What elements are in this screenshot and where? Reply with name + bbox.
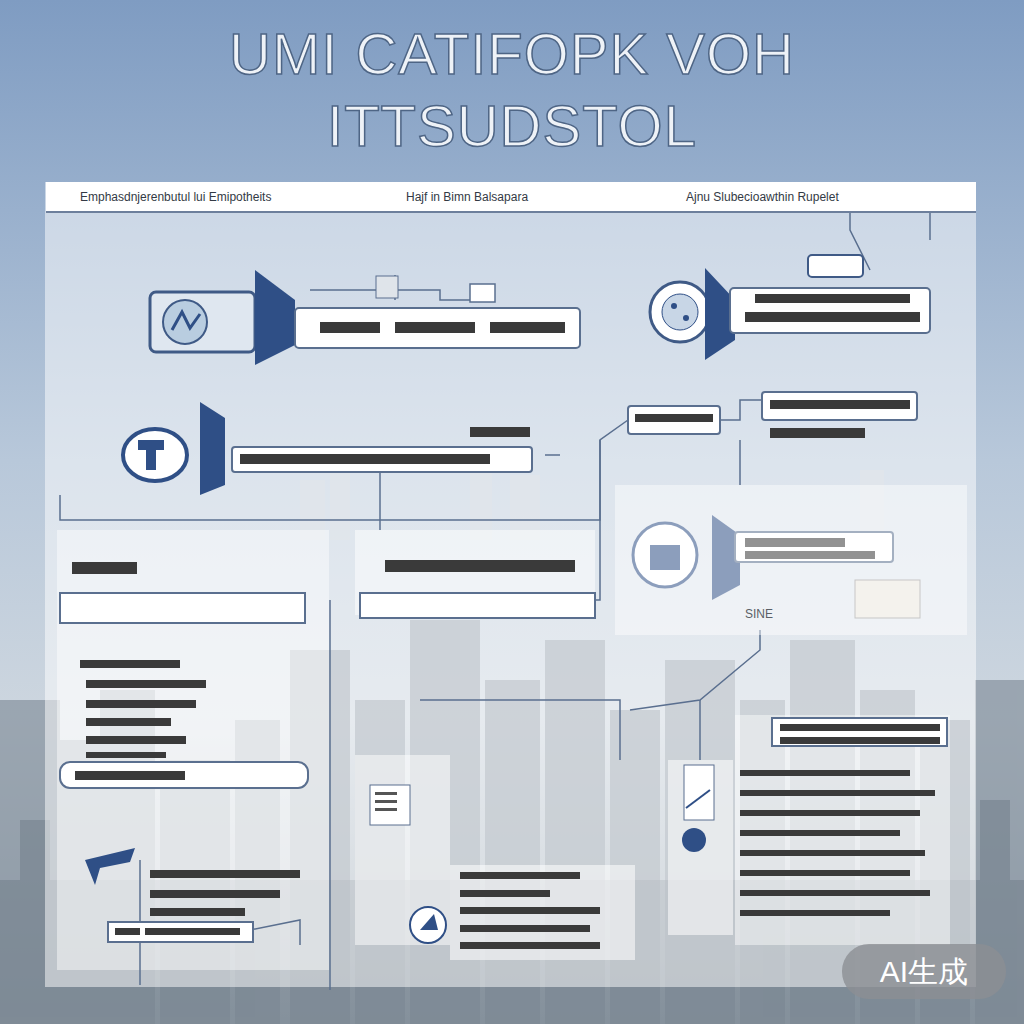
panel-label: SINE <box>745 607 773 621</box>
diagram-title: UMI CATIFOPK VOH ITTSUDSTOL <box>212 18 812 162</box>
content-panel: SINE <box>615 485 967 635</box>
header-text: Emphasdnjerenbutul lui Emipotheits <box>80 190 271 204</box>
header-text: Ajnu Slubecioawthin Rupelet <box>686 190 839 204</box>
header-band: Emphasdnjerenbutul lui Emipotheits Hajf i… <box>46 182 976 213</box>
watermark: AI生成 <box>842 944 1006 999</box>
header-text: Hajf in Bimn Balsapara <box>406 190 528 204</box>
